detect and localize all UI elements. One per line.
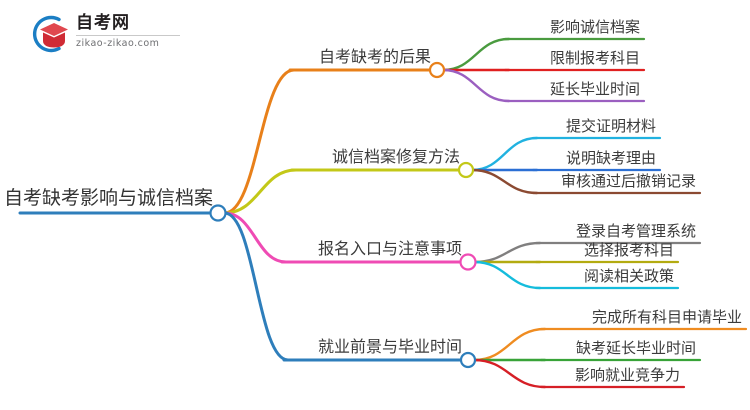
logo-text: 自考网 zikao-zikao.com — [76, 12, 180, 49]
mindmap-underlines — [18, 37, 748, 389]
mindmap-root-label[interactable]: 自考缺考影响与诚信档案 — [3, 187, 213, 209]
mindmap-leaf-label-3-1[interactable]: 登录自考管理系统 — [575, 222, 696, 240]
mindmap-leaf-label-4-3[interactable]: 影响就业竞争力 — [574, 366, 680, 384]
mindmap-leaf-label-2-3[interactable]: 审核通过后撤销记录 — [560, 172, 696, 190]
mindmap-edge — [470, 136, 539, 172]
site-logo: 自考网 zikao-zikao.com — [28, 10, 180, 58]
logo-domain: zikao-zikao.com — [76, 38, 160, 49]
mindmap-edge — [441, 68, 511, 103]
mindmap-leaf-label-1-1[interactable]: 影响诚信档案 — [549, 18, 640, 36]
logo-cap-body-shape — [43, 32, 65, 48]
mindmap-edge — [223, 211, 288, 264]
mindmap-edge — [473, 260, 542, 290]
mindmap-leaf-label-3-3[interactable]: 阅读相关政策 — [583, 267, 674, 285]
mindmap-edge — [472, 358, 547, 389]
mindmap-node-circle[interactable] — [457, 161, 475, 179]
mindmap-edges — [223, 37, 547, 389]
mindmap-branch-label-3[interactable]: 报名入口与注意事项 — [317, 239, 462, 258]
mindmap-edge — [441, 37, 511, 72]
mindmap-node-circle[interactable] — [459, 253, 477, 271]
mindmap-leaf-label-3-2[interactable]: 选择报考科目 — [583, 241, 674, 259]
mindmap-branch-label-4[interactable]: 就业前景与毕业时间 — [317, 337, 462, 356]
mindmap-edge — [472, 327, 547, 362]
logo-arc-shape — [33, 15, 61, 53]
logo-mark-icon — [33, 15, 68, 53]
mindmap-node-circle[interactable] — [459, 351, 477, 369]
mindmap-edge — [223, 68, 296, 215]
mindmap-node-circle[interactable] — [428, 61, 446, 79]
mindmap-leaf-label-1-3[interactable]: 延长毕业时间 — [549, 80, 640, 98]
mindmap-leaf-label-4-1[interactable]: 完成所有科目申请毕业 — [591, 308, 742, 326]
mindmap-leaf-label-4-2[interactable]: 缺考延长毕业时间 — [575, 339, 696, 357]
mindmap-leaf-label-2-1[interactable]: 提交证明材料 — [565, 117, 656, 135]
mindmap-edge — [223, 211, 290, 362]
mindmap-branch-label-1[interactable]: 自考缺考的后果 — [318, 47, 431, 66]
logo-divider — [76, 35, 180, 36]
mindmap-leaf-label-2-2[interactable]: 说明缺考理由 — [565, 149, 656, 167]
mindmap-edge — [473, 241, 542, 264]
logo-title: 自考网 — [76, 13, 130, 33]
mindmap-edge — [470, 168, 539, 195]
mindmap-node-circle[interactable] — [209, 204, 227, 222]
mindmap-node-circles — [209, 61, 477, 369]
mindmap-edge — [223, 168, 298, 215]
mindmap-leaf-label-1-2[interactable]: 限制报考科目 — [549, 49, 640, 67]
logo-cap-top-shape — [40, 23, 68, 36]
mindmap-branch-label-2[interactable]: 诚信档案修复方法 — [331, 147, 460, 166]
